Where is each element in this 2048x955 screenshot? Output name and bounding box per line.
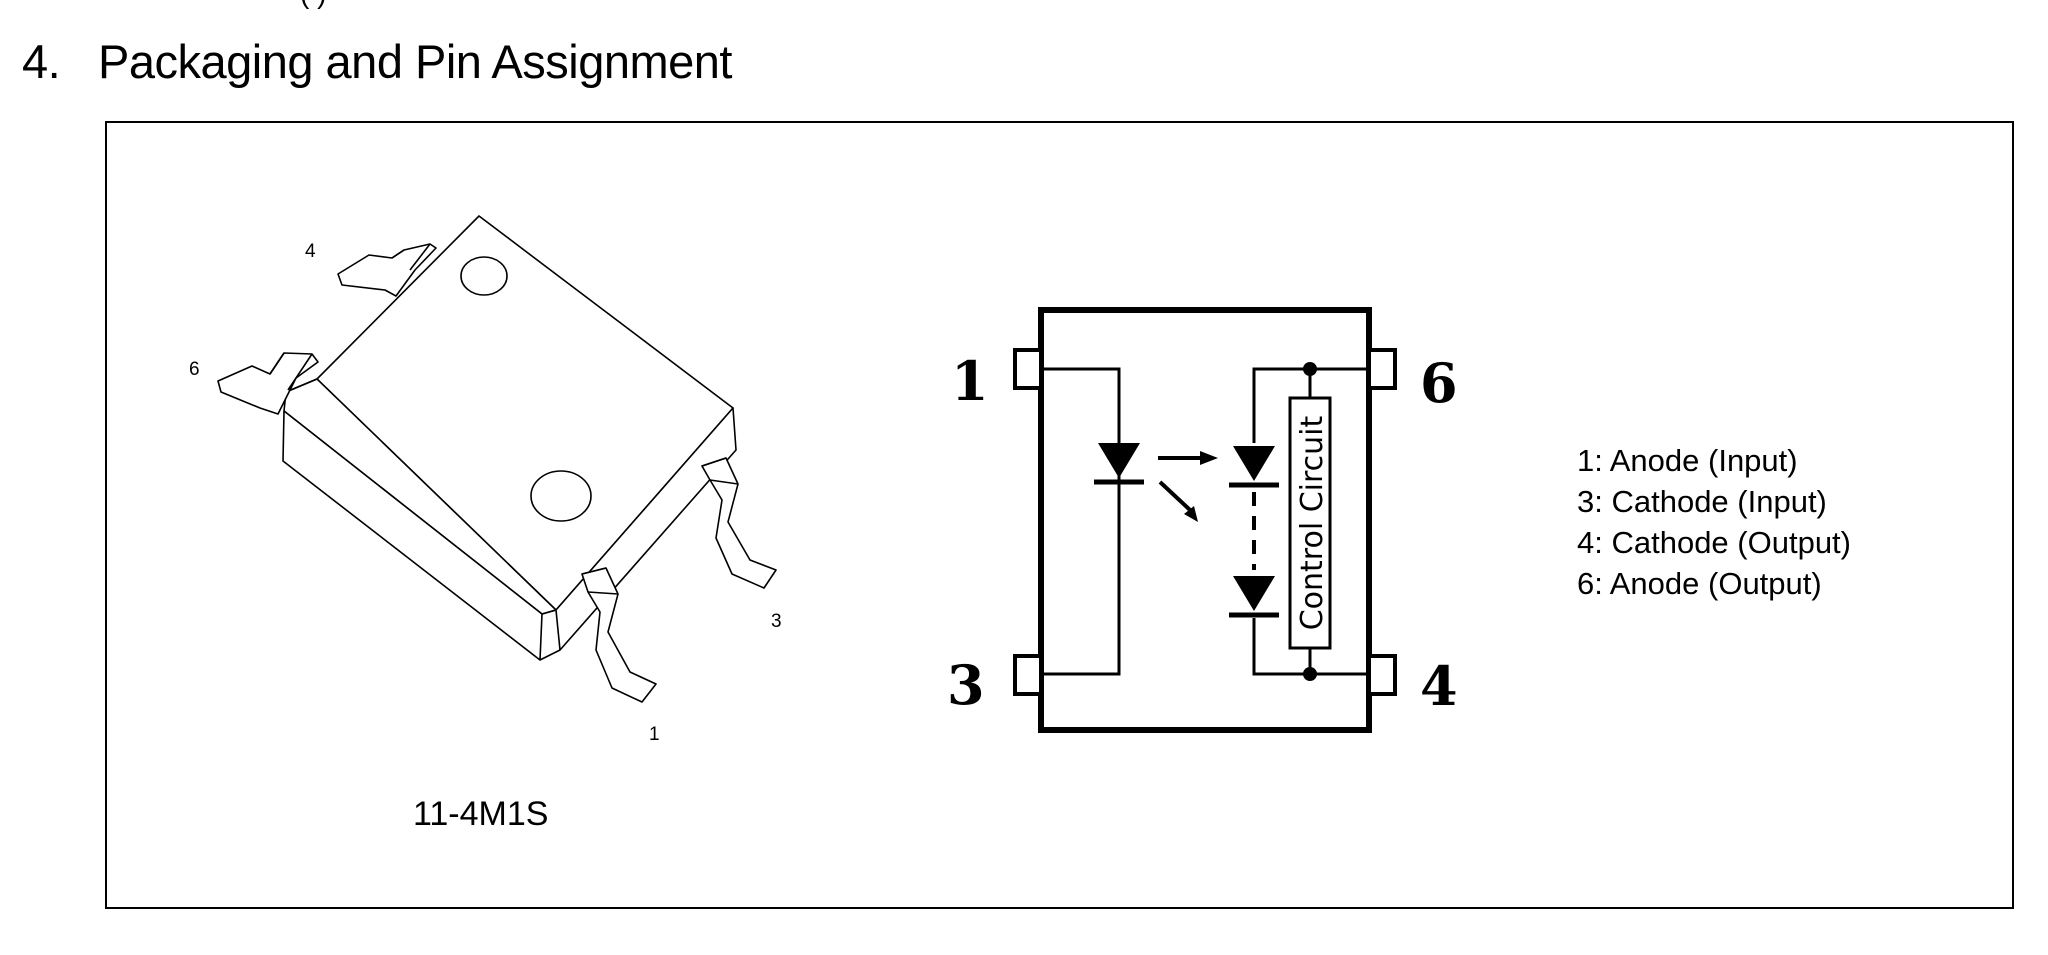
legend-item: 3: Cathode (Input)	[1577, 484, 1827, 519]
figure-frame	[105, 121, 2014, 909]
pin-schematic: Control Circuit 1 3 6 4	[947, 307, 1458, 733]
legend-item: 6: Anode (Output)	[1577, 566, 1822, 601]
photodiode-icon-2	[1233, 576, 1275, 611]
cutoff-previous-text: ( )	[300, 0, 326, 10]
emission-arrow-icon-2	[1184, 506, 1198, 522]
schematic-body	[1038, 307, 1372, 733]
package-drawing: 4 6 3 1	[189, 215, 782, 745]
control-circuit-label: Control Circuit	[1295, 415, 1330, 630]
pin-legend: 1: Anode (Input) 3: Cathode (Input) 4: C…	[1577, 440, 1851, 604]
section-title: Packaging and Pin Assignment	[98, 35, 732, 88]
pkg-pin-label-4: 4	[305, 241, 316, 262]
led-diode-icon	[1098, 443, 1140, 478]
schematic-pin-3	[1013, 654, 1043, 696]
pkg-pin-label-6: 6	[189, 359, 200, 380]
schematic-pin-label-6: 6	[1420, 351, 1458, 415]
junction-dot-top	[1303, 362, 1317, 376]
section-heading: 4. Packaging and Pin Assignment	[22, 34, 732, 89]
schematic-pin-1	[1013, 348, 1043, 390]
schematic-pin-4	[1367, 654, 1397, 696]
emission-arrow-icon	[1200, 451, 1218, 465]
ejector-mark	[530, 470, 592, 522]
control-circuit-block	[1288, 396, 1332, 650]
schematic-pin-6	[1367, 348, 1397, 390]
section-number: 4.	[22, 35, 61, 88]
package-name-label: 11-4M1S	[413, 795, 549, 833]
pkg-pin-label-1: 1	[649, 724, 660, 745]
pin1-indicator	[460, 256, 508, 296]
schematic-pin-label-4: 4	[1420, 654, 1458, 718]
schematic-pin-label-3: 3	[947, 653, 985, 717]
legend-item: 4: Cathode (Output)	[1577, 525, 1851, 560]
junction-dot-bottom	[1303, 667, 1317, 681]
schematic-pin-label-1: 1	[951, 349, 989, 413]
pkg-pin-label-3: 3	[771, 611, 782, 632]
photodiode-icon-1	[1233, 446, 1275, 481]
legend-item: 1: Anode (Input)	[1577, 443, 1798, 478]
